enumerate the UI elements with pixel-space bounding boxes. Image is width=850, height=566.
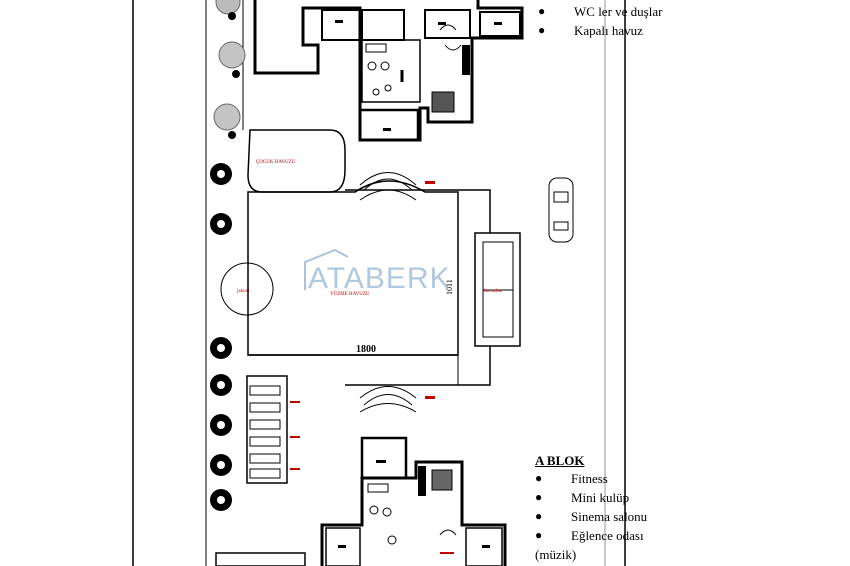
room bbox=[479, 11, 521, 37]
tree-icon bbox=[218, 41, 246, 78]
wc-fixtures bbox=[365, 24, 462, 96]
tree-icon bbox=[213, 103, 241, 139]
child-pool bbox=[247, 129, 346, 193]
shower-icon bbox=[431, 469, 453, 491]
room bbox=[360, 436, 408, 480]
tree-icon bbox=[210, 337, 232, 359]
room bbox=[321, 9, 361, 41]
fixture bbox=[418, 466, 426, 496]
car-icon bbox=[548, 177, 574, 243]
sun-loungers bbox=[246, 375, 300, 484]
room bbox=[361, 39, 421, 103]
bridge-bottom bbox=[359, 386, 417, 413]
room bbox=[325, 527, 361, 566]
side-dimension: 1011 bbox=[445, 279, 454, 295]
child-pool-label: ÇOCUK HAVUZU bbox=[256, 160, 296, 165]
tree-icon bbox=[210, 374, 232, 396]
jakuzi bbox=[220, 262, 274, 316]
shower-icon bbox=[431, 91, 455, 113]
tree-icon bbox=[215, 0, 241, 20]
pool-bar-label: havuzbar bbox=[484, 289, 503, 294]
wc-fixtures bbox=[367, 483, 457, 545]
a-blok-legend: A BLOK ●Fitness ●Mini kulüp ●Sinema salo… bbox=[535, 453, 648, 562]
room bbox=[361, 9, 405, 41]
tree-icon bbox=[210, 414, 232, 436]
room bbox=[424, 9, 471, 39]
bottom-block-wall bbox=[320, 460, 507, 566]
top-block-wall bbox=[253, 0, 524, 142]
main-pool-label: YÜZME HAVUZU bbox=[330, 291, 370, 297]
bridge-top bbox=[359, 172, 417, 201]
list-item: (müzik) bbox=[535, 547, 577, 562]
tree-icon bbox=[210, 489, 232, 511]
tree-icon bbox=[210, 454, 232, 476]
fixture bbox=[462, 45, 470, 75]
legend-title: A BLOK bbox=[535, 453, 585, 468]
watermark-logo: ATABERK bbox=[304, 248, 451, 295]
tree-icon bbox=[210, 163, 232, 185]
dimension-label: 1800 bbox=[356, 344, 376, 355]
tree-icon bbox=[210, 213, 232, 235]
jakuzi-label: jakuzi bbox=[236, 289, 250, 294]
room bbox=[465, 527, 503, 566]
watermark-text: ATABERK bbox=[308, 262, 451, 295]
top-legend: ●WC ler ve duşlar ●Kapalı havuz bbox=[538, 4, 663, 38]
room bbox=[358, 108, 420, 142]
room bbox=[215, 552, 306, 566]
